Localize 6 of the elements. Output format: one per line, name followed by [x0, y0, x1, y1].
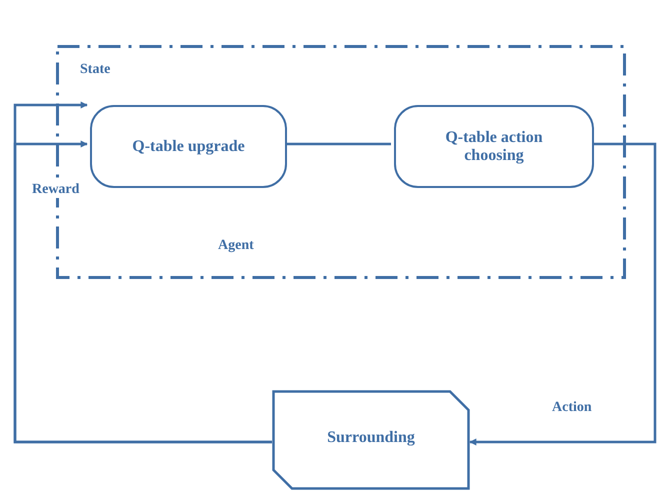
process-box: Q-table upgrade: [90, 105, 287, 188]
arrow: [469, 142, 656, 446]
node-label: Surrounding: [327, 428, 415, 448]
group-label: Agent: [217, 238, 255, 254]
edge-label: Reward: [30, 182, 82, 198]
process-box: Q-table action choosing: [394, 105, 594, 188]
